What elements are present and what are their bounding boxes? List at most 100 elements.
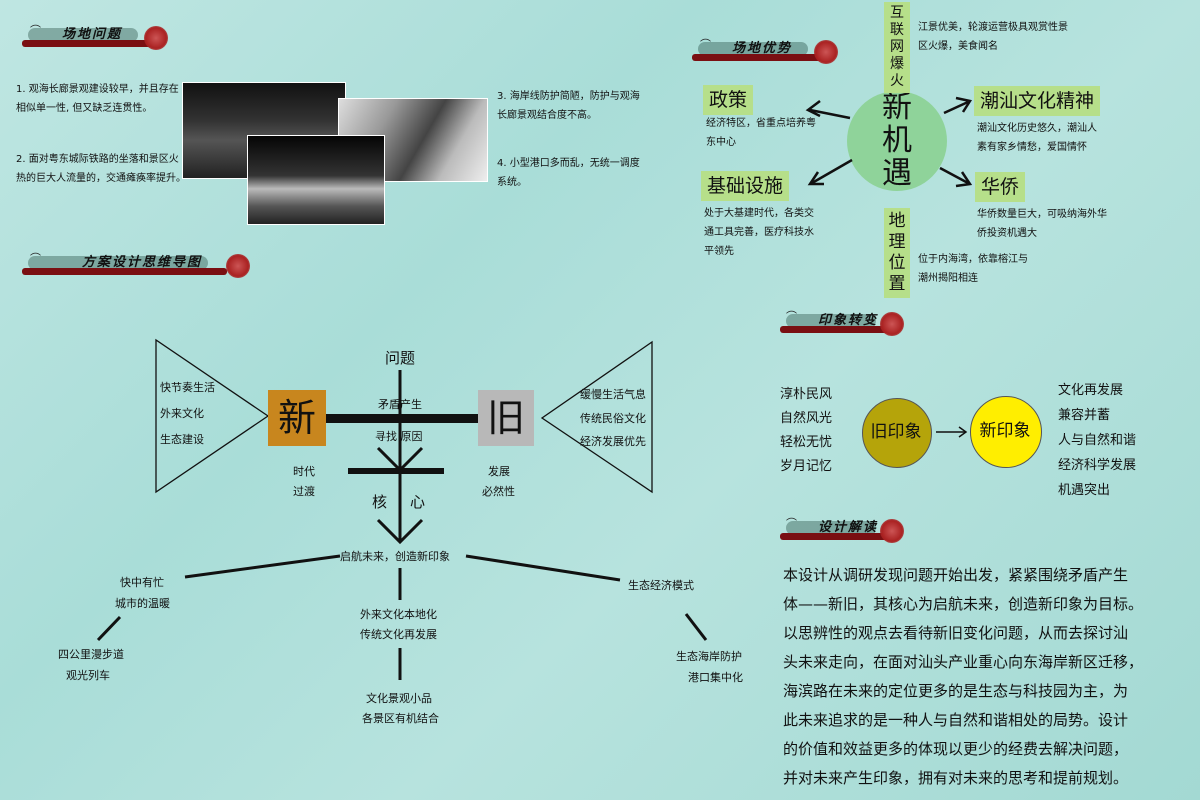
internet-text: 江景优美，轮渡运营极具观赏性景区火爆，美食闻名 <box>918 22 1068 52</box>
mindmap-banner: ⌒ 方案设计思维导图 <box>22 250 250 284</box>
impression-banner: ⌒ 印象转变 <box>780 308 904 342</box>
bird-icon: ⌒ <box>30 252 41 265</box>
branch-right: 生态经济模式 <box>628 579 694 592</box>
problem-4: 4. 小型港口多而乱，无统一调度系统。 <box>497 158 640 188</box>
geo-label: 地理位置 <box>884 208 910 298</box>
branch-right <box>465 554 621 582</box>
arrow-to-culture <box>943 100 969 115</box>
bottom-2: 各景区有机结合 <box>362 712 439 725</box>
section-title: 设计解读 <box>818 520 879 535</box>
bird-icon: ⌒ <box>786 310 797 323</box>
design-banner: ⌒ 设计解读 <box>780 515 904 549</box>
seal-stamp-icon <box>880 312 904 336</box>
arrow-to-policy <box>809 108 851 120</box>
section-title: 方案设计思维导图 <box>82 255 203 270</box>
infra-label: 基础设施 <box>701 171 790 201</box>
left-item-3: 生态建设 <box>160 433 204 446</box>
bottom-1: 文化景观小品 <box>366 692 432 705</box>
seal-stamp-icon <box>814 40 838 64</box>
culture-text: 潮汕文化历史悠久，潮汕人素有家乡情愁，爱国情怀 <box>977 123 1097 153</box>
site-problems-banner: ⌒ 场地问题 <box>22 22 168 56</box>
branch-mid-2: 传统文化再发展 <box>360 628 437 641</box>
seal-stamp-icon <box>226 254 250 278</box>
bird-icon: ⌒ <box>786 517 797 530</box>
branch-mid-1: 外来文化本地化 <box>360 608 437 621</box>
new-item-4: 经济科学发展 <box>1058 458 1137 473</box>
branch-left <box>184 554 341 579</box>
goal-label: 启航未来，创造新印象 <box>340 550 450 563</box>
right-item-2: 传统民俗文化 <box>580 412 646 425</box>
arrowhead-policy <box>805 100 821 118</box>
new-item-1: 文化再发展 <box>1058 383 1124 398</box>
section-title: 印象转变 <box>818 313 879 328</box>
arrowhead-overseas <box>955 171 973 188</box>
right-item-3: 经济发展优先 <box>580 435 646 448</box>
arrow-to-infra <box>811 158 853 185</box>
arrow-to-overseas <box>939 166 969 185</box>
develop-label: 发展 <box>488 465 510 478</box>
far-left-2: 观光列车 <box>66 669 110 682</box>
inevitable-label: 必然性 <box>482 485 515 498</box>
geo-text: 位于内海湾，依靠榕江与潮州揭阳相连 <box>918 254 1028 284</box>
policy-label: 政策 <box>703 85 754 115</box>
old-item-4: 岁月记忆 <box>780 459 833 474</box>
conflict-label: 矛盾产生 <box>378 398 422 411</box>
site-advantages-banner: ⌒ 场地优势 <box>692 36 838 70</box>
left-item-1: 快节奏生活 <box>160 381 215 394</box>
branch-far-right <box>684 613 708 641</box>
old-impression-label: 旧印象 <box>870 422 922 442</box>
old-box: 旧 <box>478 390 534 446</box>
section-title: 场地优势 <box>732 41 793 56</box>
infra-text: 处于大基建时代，各类交通工具完善，医疗科技水平领先 <box>704 208 814 257</box>
culture-label: 潮汕文化精神 <box>974 86 1101 116</box>
section-title: 场地问题 <box>62 27 123 42</box>
old-impression-circle <box>862 398 932 468</box>
era-label: 时代 <box>293 465 315 478</box>
branch-left-1: 快中有忙 <box>120 576 164 589</box>
new-impression-label: 新印象 <box>979 421 1031 441</box>
transition-label: 过渡 <box>293 485 315 498</box>
design-line-2: 体——新旧，其核心为启航未来，创造新印象为目标。 <box>783 595 1144 613</box>
core-crossbar <box>348 468 444 474</box>
core-label-1: 核 <box>372 493 388 511</box>
problem-2: 2. 面对粤东城际铁路的坐落和景区火热的巨大人流量的，交通瘫痪率提升。 <box>16 154 186 184</box>
bird-icon: ⌒ <box>700 38 711 51</box>
old-item-2: 自然风光 <box>780 411 833 426</box>
new-item-3: 人与自然和谐 <box>1058 433 1137 448</box>
new-impression-circle <box>970 396 1042 468</box>
bird-icon: ⌒ <box>30 24 41 37</box>
branch-far-left <box>96 615 122 642</box>
new-opportunity-label: 新机遇 <box>882 90 912 191</box>
new-opportunity-circle <box>847 91 947 191</box>
new-box: 新 <box>268 390 326 446</box>
right-item-1: 缓慢生活气息 <box>580 388 646 401</box>
design-line-4: 头未来走向，在面对汕头产业重心向东海岸新区迁移， <box>783 653 1144 671</box>
seal-stamp-icon <box>880 519 904 543</box>
new-old-connector <box>326 414 478 423</box>
design-line-8: 并对未来产生印象，拥有对未来的思考和提前规划。 <box>783 769 1129 787</box>
design-line-1: 本设计从调研发现问题开始出发，紧紧围绕矛盾产生 <box>783 566 1129 584</box>
seal-stamp-icon <box>144 26 168 50</box>
impression-arrow <box>936 426 968 438</box>
problem-label: 问题 <box>385 349 416 367</box>
new-item-5: 机遇突出 <box>1058 483 1111 498</box>
design-line-7: 的价值和效益更多的体现以更少的经费去解决问题， <box>783 740 1129 758</box>
design-line-5: 海滨路在未来的定位更多的是生态与科技园为主，为 <box>783 682 1129 700</box>
core-arrow-lower <box>376 518 424 545</box>
arrowhead-culture <box>955 96 973 113</box>
arrowhead-infra <box>807 171 824 186</box>
branch-left-2: 城市的温暖 <box>115 597 170 610</box>
core-label-2: 心 <box>410 493 426 511</box>
policy-text: 经济特区，省重点培养粤东中心 <box>706 118 816 148</box>
advantage-arrows <box>805 96 973 188</box>
overseas-label: 华侨 <box>975 172 1026 202</box>
far-right-1: 生态海岸防护 <box>676 650 742 663</box>
left-triangle <box>155 338 270 494</box>
problem-3: 3. 海岸线防护简陋，防护与观海长廊景观结合度不高。 <box>497 91 640 121</box>
far-left-1: 四公里漫步道 <box>58 648 124 661</box>
left-item-2: 外来文化 <box>160 407 204 420</box>
internet-label: 互联网爆火 <box>884 2 910 93</box>
old-item-1: 淳朴民风 <box>780 387 833 402</box>
problem-1: 1. 观海长廊景观建设较早，并且存在相似单一性, 但又缺乏连贯性。 <box>16 84 179 114</box>
